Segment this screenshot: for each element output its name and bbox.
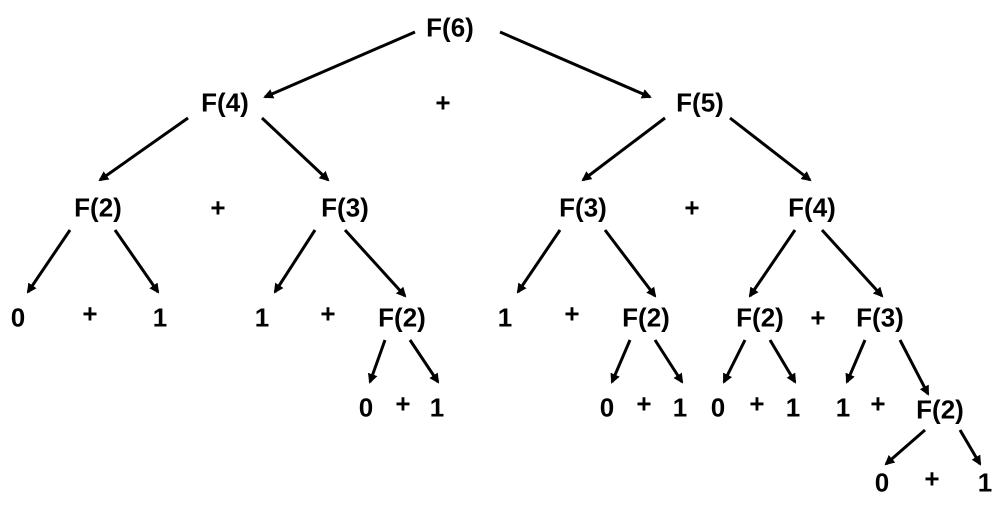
plus-sign: + <box>636 388 652 419</box>
edge-arrow <box>603 229 657 298</box>
node-f5: F(5) <box>676 87 724 118</box>
edge-arrow <box>958 429 982 466</box>
edge-arrow <box>273 229 317 294</box>
plus-sign: + <box>320 298 336 329</box>
edge-arrow <box>845 339 867 384</box>
leaf-value: 1 <box>497 302 513 333</box>
edge-arrow <box>884 428 926 466</box>
edge-arrow <box>610 339 632 384</box>
leaf-value: 1 <box>672 392 688 423</box>
leaf-value: 1 <box>254 302 270 333</box>
plus-sign: + <box>810 302 826 333</box>
edge-arrow <box>768 339 797 384</box>
plus-sign: + <box>82 298 98 329</box>
edge-arrow <box>408 339 440 384</box>
node-f3: F(3) <box>321 192 369 223</box>
edge-arrow <box>748 229 797 298</box>
edge-arrow <box>499 30 652 99</box>
leaf-value: 1 <box>977 467 993 498</box>
leaf-value: 0 <box>710 392 726 423</box>
node-f3: F(3) <box>856 302 904 333</box>
node-f2: F(2) <box>736 302 784 333</box>
plus-sign: + <box>210 192 226 223</box>
edge-arrow <box>26 229 72 294</box>
plus-sign: + <box>395 388 411 419</box>
plus-sign: + <box>924 463 940 494</box>
leaf-value: 0 <box>874 467 890 498</box>
node-f4: F(4) <box>788 192 836 223</box>
node-f2: F(2) <box>378 302 426 333</box>
edge-arrow <box>263 30 416 99</box>
edge-arrow <box>260 116 330 182</box>
node-f6: F(6) <box>426 12 474 43</box>
plus-sign: + <box>870 388 886 419</box>
leaf-value: 1 <box>785 392 801 423</box>
edge-arrow <box>653 339 684 384</box>
edge-arrow <box>343 228 407 298</box>
leaf-value: 0 <box>358 392 374 423</box>
leaf-value: 0 <box>599 392 615 423</box>
node-f3: F(3) <box>559 192 607 223</box>
node-f4: F(4) <box>201 87 249 118</box>
leaf-value: 1 <box>835 392 851 423</box>
edge-arrow <box>516 229 562 294</box>
plus-sign: + <box>684 192 700 223</box>
edge-arrow <box>898 339 930 396</box>
leaf-value: 1 <box>152 302 168 333</box>
edge-arrow <box>98 116 189 182</box>
edge-arrow <box>367 339 387 384</box>
node-f2: F(2) <box>74 192 122 223</box>
plus-sign: + <box>564 298 580 329</box>
edge-arrow <box>581 116 666 182</box>
edge-arrow <box>113 229 160 294</box>
leaf-value: 1 <box>429 392 445 423</box>
plus-sign: + <box>749 388 765 419</box>
node-f2: F(2) <box>622 302 670 333</box>
node-f2: F(2) <box>916 394 964 425</box>
edge-arrow <box>729 116 812 182</box>
leaf-value: 0 <box>10 302 26 333</box>
edge-arrow <box>722 339 747 384</box>
plus-sign: + <box>435 87 451 118</box>
edge-arrow <box>820 228 884 298</box>
